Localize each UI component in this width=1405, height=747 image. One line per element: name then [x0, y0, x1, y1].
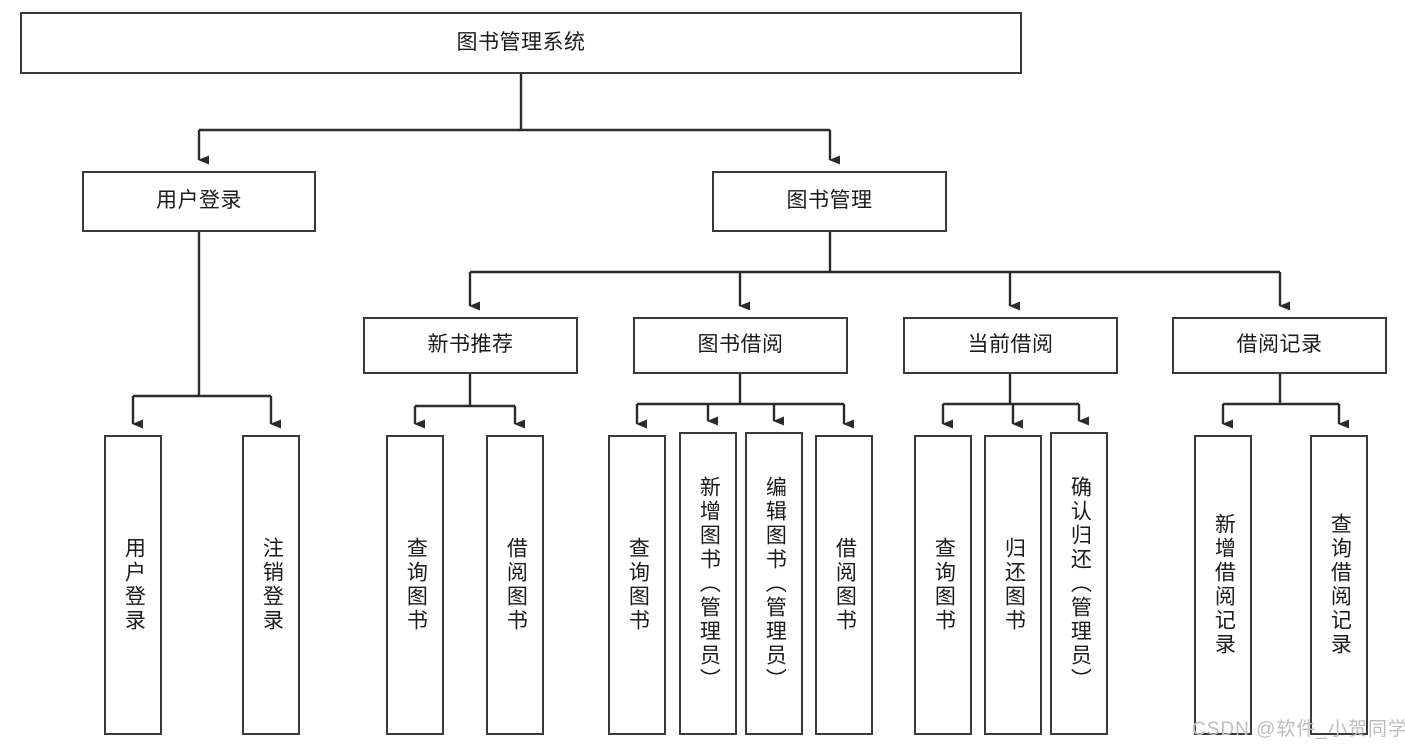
node-borrow-record-label: 借阅记录: [1236, 333, 1323, 357]
node-borrow-record[interactable]: 借阅记录: [1172, 317, 1387, 374]
leaf-edit-book[interactable]: 编辑图书（管理员）: [745, 432, 803, 735]
leaf-borrow-book-recommend-label: 借阅图书: [504, 537, 528, 633]
leaf-query-book-borrow-label: 查询图书: [626, 537, 650, 633]
leaf-query-book-recommend[interactable]: 查询图书: [386, 435, 444, 735]
leaf-return-book-label: 归还图书: [1002, 537, 1026, 633]
node-current-borrow[interactable]: 当前借阅: [903, 317, 1118, 374]
leaf-add-borrow-record-label: 新增借阅记录: [1212, 513, 1236, 657]
leaf-add-book-label: 新增图书（管理员）: [697, 475, 721, 692]
node-user-login[interactable]: 用户登录: [82, 171, 316, 232]
node-current-borrow-label: 当前借阅: [967, 333, 1054, 357]
node-root[interactable]: 图书管理系统: [20, 12, 1022, 74]
leaf-confirm-return-label: 确认归还（管理员）: [1068, 475, 1092, 692]
node-new-book-recommend[interactable]: 新书推荐: [363, 317, 578, 374]
leaf-add-book[interactable]: 新增图书（管理员）: [679, 432, 737, 735]
leaf-confirm-return[interactable]: 确认归还（管理员）: [1050, 432, 1108, 735]
leaf-query-borrow-record-label: 查询借阅记录: [1328, 513, 1352, 657]
leaf-user-login-label: 用户登录: [122, 537, 146, 633]
leaf-return-book[interactable]: 归还图书: [984, 435, 1042, 735]
node-book-management-label: 图书管理: [786, 189, 873, 213]
leaf-borrow-book[interactable]: 借阅图书: [815, 435, 873, 735]
node-new-book-recommend-label: 新书推荐: [427, 333, 514, 357]
node-root-label: 图书管理系统: [456, 30, 586, 54]
node-book-management[interactable]: 图书管理: [712, 171, 947, 232]
leaf-query-book-current-label: 查询图书: [932, 537, 956, 633]
leaf-add-borrow-record[interactable]: 新增借阅记录: [1194, 435, 1252, 735]
node-user-login-label: 用户登录: [156, 189, 242, 213]
leaf-query-borrow-record[interactable]: 查询借阅记录: [1310, 435, 1368, 735]
leaf-query-book-current[interactable]: 查询图书: [914, 435, 972, 735]
leaf-user-login[interactable]: 用户登录: [104, 435, 162, 735]
leaf-logout-login[interactable]: 注销登录: [242, 435, 300, 735]
leaf-logout-login-label: 注销登录: [260, 537, 284, 633]
leaf-query-book-borrow[interactable]: 查询图书: [608, 435, 666, 735]
node-book-borrow[interactable]: 图书借阅: [633, 317, 848, 374]
leaf-borrow-book-recommend[interactable]: 借阅图书: [486, 435, 544, 735]
leaf-edit-book-label: 编辑图书（管理员）: [763, 475, 787, 692]
leaf-query-book-recommend-label: 查询图书: [404, 537, 428, 633]
leaf-borrow-book-label: 借阅图书: [833, 537, 857, 633]
connectors: [131, 74, 1349, 429]
node-book-borrow-label: 图书借阅: [697, 333, 784, 357]
